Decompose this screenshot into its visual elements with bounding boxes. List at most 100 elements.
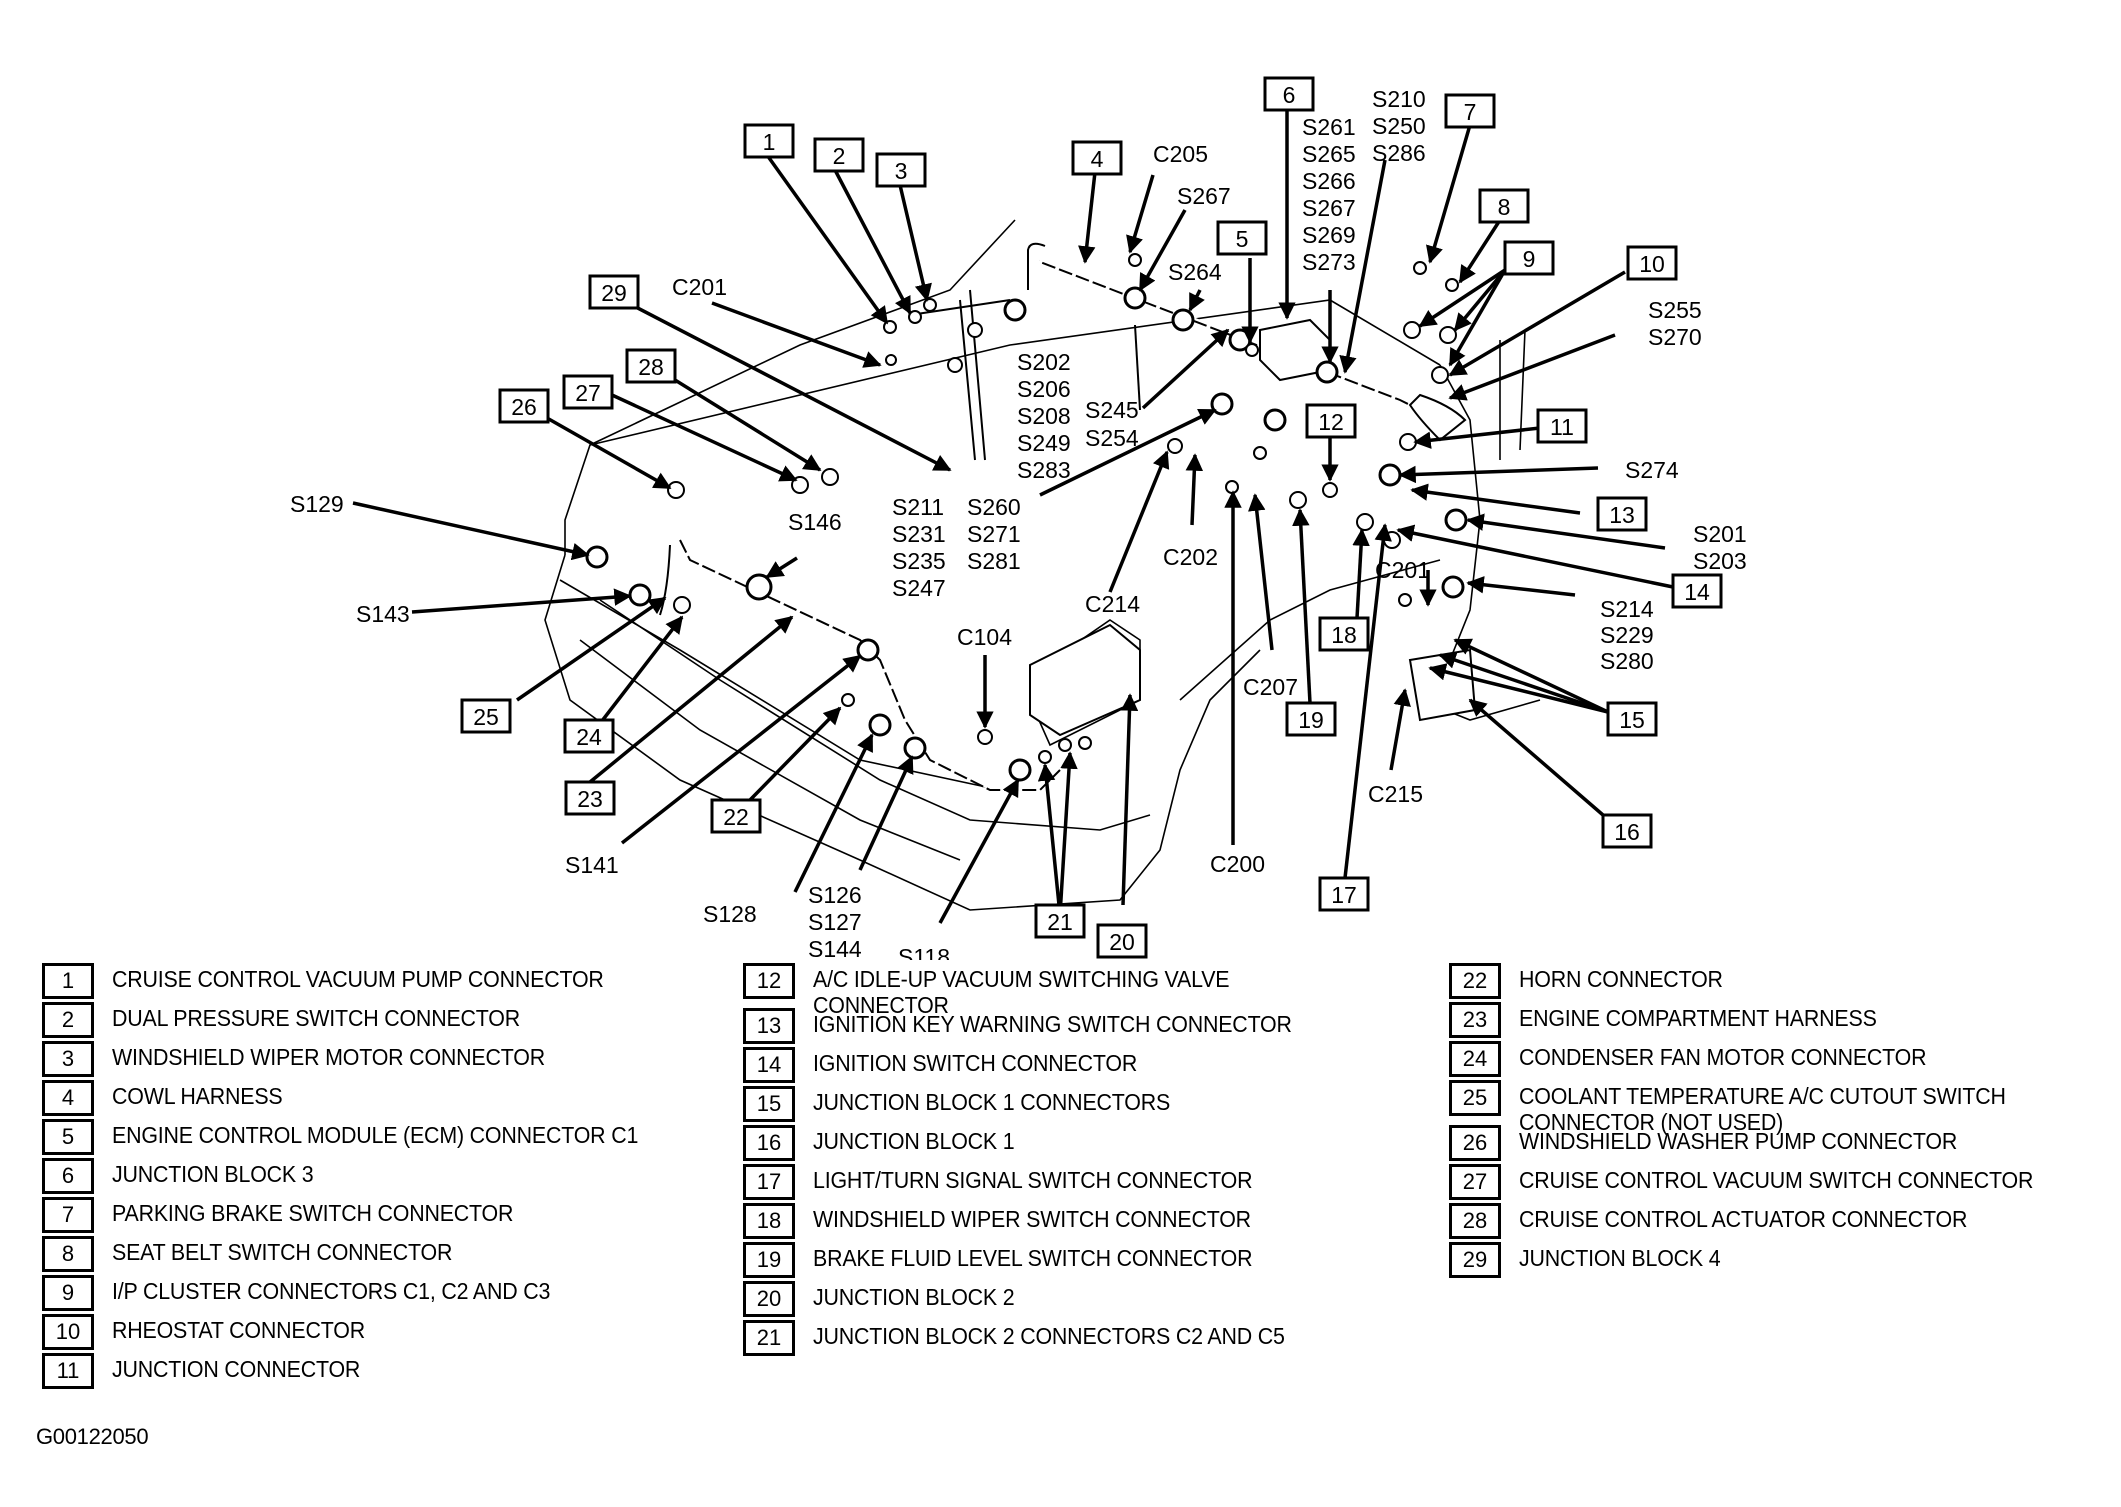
svg-text:5: 5: [1236, 226, 1249, 252]
label-s280: S280: [1600, 648, 1654, 674]
label-c200: C200: [1210, 851, 1265, 877]
wiring-harness-diagram: 1 2 3 4 5 6 7 8 9 10 11 12 13 14 15 16 1…: [290, 76, 1747, 960]
legend-description: BRAKE FLUID LEVEL SWITCH CONNECTOR: [813, 1245, 1253, 1271]
legend-number-box: 21: [743, 1320, 795, 1356]
svg-text:17: 17: [1331, 882, 1357, 908]
svg-text:22: 22: [723, 804, 749, 830]
label-s229: S229: [1600, 622, 1654, 648]
legend-description: I/P CLUSTER CONNECTORS C1, C2 AND C3: [112, 1278, 551, 1304]
legend-description: HORN CONNECTOR: [1519, 966, 1723, 992]
legend-description: ENGINE COMPARTMENT HARNESS: [1519, 1005, 1877, 1031]
legend-description: SEAT BELT SWITCH CONNECTOR: [112, 1239, 453, 1265]
label-s127: S127: [808, 909, 862, 935]
label-s202: S202: [1017, 349, 1071, 375]
legend-number-box: 26: [1449, 1125, 1501, 1161]
callout-22: 22: [710, 798, 762, 834]
callout-4: 4: [1071, 140, 1123, 176]
label-s245: S245: [1085, 397, 1139, 423]
callout-28: 28: [625, 348, 677, 384]
legend-item: 8 SEAT BELT SWITCH CONNECTOR: [42, 1236, 678, 1272]
svg-text:12: 12: [1318, 409, 1344, 435]
label-s274: S274: [1625, 457, 1679, 483]
legend-description: CONDENSER FAN MOTOR CONNECTOR: [1519, 1044, 1927, 1070]
figure-id: G00122050: [36, 1424, 149, 1449]
legend-number-box: 4: [42, 1080, 94, 1116]
legend-number-box: 10: [42, 1314, 94, 1350]
connector-bodies: [667, 253, 1459, 764]
svg-text:14: 14: [1684, 579, 1710, 605]
legend-number-box: 6: [42, 1158, 94, 1194]
callout-21: 21: [1034, 903, 1086, 939]
legend-number-box: 9: [42, 1275, 94, 1311]
svg-text:28: 28: [638, 354, 664, 380]
callout-2: 2: [813, 137, 865, 173]
legend-number-box: 7: [42, 1197, 94, 1233]
label-s249: S249: [1017, 430, 1071, 456]
legend-number-box: 12: [743, 963, 795, 999]
svg-text:6: 6: [1283, 82, 1296, 108]
callout-17: 17: [1318, 876, 1370, 912]
svg-text:29: 29: [601, 280, 627, 306]
legend-description: JUNCTION BLOCK 1: [813, 1128, 1015, 1154]
label-s126: S126: [808, 882, 862, 908]
legend-item: 22 HORN CONNECTOR: [1449, 963, 2072, 999]
label-c207: C207: [1243, 674, 1298, 700]
svg-text:21: 21: [1047, 909, 1073, 935]
svg-text:26: 26: [511, 394, 537, 420]
label-c205: C205: [1153, 141, 1208, 167]
callout-29: 29: [588, 274, 640, 310]
legend-number-box: 23: [1449, 1002, 1501, 1038]
legend-column-right: 22 HORN CONNECTOR 23 ENGINE COMPARTMENT HAR…: [1449, 963, 2072, 1281]
svg-text:16: 16: [1614, 819, 1640, 845]
leader-lines: [352, 108, 1674, 924]
callout-25: 25: [460, 698, 512, 734]
legend-item: 23 ENGINE COMPARTMENT HARNESS: [1449, 1002, 2072, 1038]
legend-number-box: 2: [42, 1002, 94, 1038]
legend-number-box: 24: [1449, 1041, 1501, 1077]
svg-text:2: 2: [833, 143, 846, 169]
svg-text:23: 23: [577, 786, 603, 812]
legend-number-box: 8: [42, 1236, 94, 1272]
rheostat-shaded-bundle: [1408, 393, 1467, 442]
legend-number-box: 19: [743, 1242, 795, 1278]
legend-description: WINDSHIELD WIPER SWITCH CONNECTOR: [813, 1206, 1251, 1232]
label-s141: S141: [565, 852, 619, 878]
label-c201-right: C201: [1375, 557, 1430, 583]
label-c214: C214: [1085, 591, 1140, 617]
svg-text:25: 25: [473, 704, 499, 730]
svg-text:27: 27: [575, 380, 601, 406]
legend-description: JUNCTION BLOCK 2: [813, 1284, 1015, 1310]
label-s214: S214: [1600, 596, 1654, 622]
legend-item: 7 PARKING BRAKE SWITCH CONNECTOR: [42, 1197, 678, 1233]
legend-description: ENGINE CONTROL MODULE (ECM) CONNECTOR C1: [112, 1122, 639, 1148]
legend-number-box: 1: [42, 963, 94, 999]
callout-6: 6: [1263, 76, 1315, 112]
svg-text:10: 10: [1639, 251, 1665, 277]
label-s255: S255: [1648, 297, 1702, 323]
legend-number-box: 11: [42, 1353, 94, 1389]
callout-3: 3: [875, 152, 927, 188]
splice-labels: C201 C205 S267 S264 S202 S206 S208 S249 …: [290, 86, 1747, 960]
engine-compartment-harness: [659, 539, 1061, 791]
legend-number-box: 22: [1449, 963, 1501, 999]
legend-number-box: 16: [743, 1125, 795, 1161]
splice-markers: [585, 286, 1468, 782]
legend-description: COWL HARNESS: [112, 1083, 283, 1109]
legend-description: COOLANT TEMPERATURE A/C CUTOUT SWITCH CO…: [1519, 1083, 2006, 1135]
svg-text:1: 1: [763, 129, 776, 155]
callout-14: 14: [1671, 573, 1723, 609]
svg-text:4: 4: [1091, 146, 1104, 172]
legend-item: 24 CONDENSER FAN MOTOR CONNECTOR: [1449, 1041, 2072, 1077]
legend-description: LIGHT/TURN SIGNAL SWITCH CONNECTOR: [813, 1167, 1253, 1193]
legend-description: CRUISE CONTROL ACTUATOR CONNECTOR: [1519, 1206, 1968, 1232]
legend-description: PARKING BRAKE SWITCH CONNECTOR: [112, 1200, 514, 1226]
